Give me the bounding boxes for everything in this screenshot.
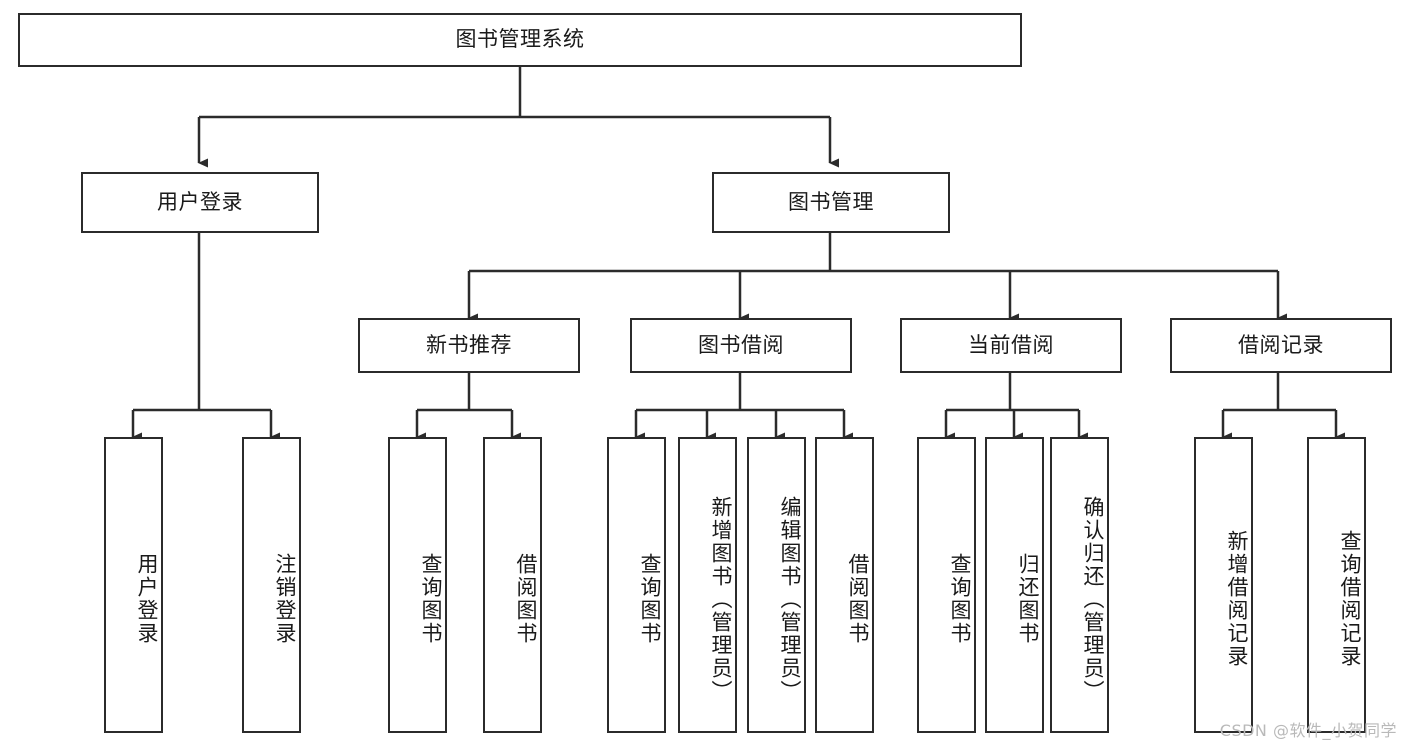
node-book-management-system[interactable]: 图书管理系统 [18,13,1022,67]
node-label: 查询图书 [638,553,662,645]
node-label: 归还图书 [1016,553,1040,645]
node-label: 图书借阅 [698,332,784,357]
leaf-edit-book-admin[interactable]: 编辑图书（管理员） [747,437,806,733]
node-label: 新书推荐 [426,332,512,357]
node-borrow-record[interactable]: 借阅记录 [1170,318,1392,373]
node-label: 用户登录 [157,189,243,214]
node-label: 注销登录 [273,553,297,645]
leaf-query-borrow-record[interactable]: 查询借阅记录 [1307,437,1366,733]
node-book-borrow[interactable]: 图书借阅 [630,318,852,373]
node-label: 借阅图书 [514,553,538,645]
leaf-confirm-return-admin[interactable]: 确认归还（管理员） [1050,437,1109,733]
csdn-watermark: CSDN @软件_小贺同学 [1219,721,1397,740]
node-label: 当前借阅 [968,332,1054,357]
leaf-user-login[interactable]: 用户登录 [104,437,163,733]
node-label: 查询图书 [419,553,443,645]
node-label: 用户登录 [135,553,159,645]
node-label: 确认归还（管理员） [1081,495,1105,703]
node-user-login[interactable]: 用户登录 [81,172,319,233]
node-label: 借阅记录 [1238,332,1324,357]
node-label: 图书管理 [788,189,874,214]
node-label: 查询借阅记录 [1338,530,1362,668]
node-label: 查询图书 [948,553,972,645]
leaf-query-book-recommend[interactable]: 查询图书 [388,437,447,733]
leaf-borrow-book-recommend[interactable]: 借阅图书 [483,437,542,733]
leaf-add-borrow-record[interactable]: 新增借阅记录 [1194,437,1253,733]
node-new-book-recommend[interactable]: 新书推荐 [358,318,580,373]
node-label: 新增借阅记录 [1225,530,1249,668]
node-label: 编辑图书（管理员） [778,495,802,703]
node-label: 借阅图书 [846,553,870,645]
node-current-borrow[interactable]: 当前借阅 [900,318,1122,373]
node-label: 图书管理系统 [455,27,585,52]
leaf-add-book-admin[interactable]: 新增图书（管理员） [678,437,737,733]
leaf-query-book-current[interactable]: 查询图书 [917,437,976,733]
leaf-return-book[interactable]: 归还图书 [985,437,1044,733]
node-book-management[interactable]: 图书管理 [712,172,950,233]
leaf-query-book-borrow[interactable]: 查询图书 [607,437,666,733]
leaf-borrow-book[interactable]: 借阅图书 [815,437,874,733]
leaf-logout[interactable]: 注销登录 [242,437,301,733]
node-label: 新增图书（管理员） [709,495,733,703]
